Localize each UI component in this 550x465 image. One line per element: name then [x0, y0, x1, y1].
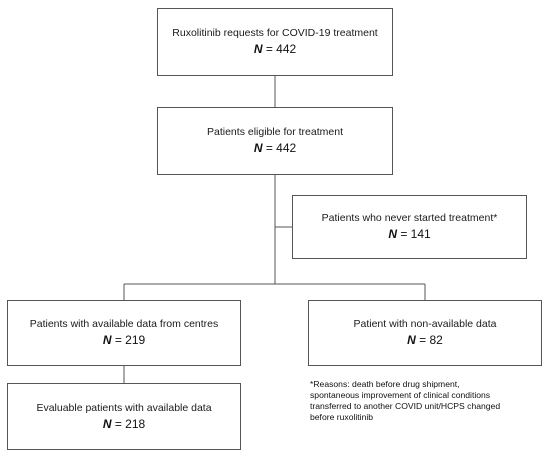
box-label: Patients who never started treatment*	[321, 212, 498, 224]
box-count: N = 442	[254, 42, 296, 57]
box-count: N = 219	[103, 333, 145, 348]
footnote-line: spontaneous improvement of clinical cond…	[310, 390, 491, 400]
box-patients-eligible: Patients eligible for treatment N = 442	[157, 107, 393, 175]
footnote-line: before ruxolitinib	[310, 412, 374, 422]
n-value: = 218	[111, 416, 146, 431]
footnote-line: transferred to another COVID unit/HCPS c…	[310, 401, 501, 411]
n-symbol: N	[253, 42, 263, 56]
box-evaluable-patients: Evaluable patients with available data N…	[7, 383, 241, 450]
box-label: Patients eligible for treatment	[207, 126, 343, 138]
box-non-available-data: Patient with non-available data N = 82	[308, 300, 542, 366]
n-symbol: N	[102, 416, 112, 431]
n-symbol: N	[407, 333, 416, 347]
box-label: Ruxolitinib requests for COVID-19 treatm…	[172, 27, 378, 39]
n-symbol: N	[253, 141, 263, 155]
box-ruxolitinib-requests: Ruxolitinib requests for COVID-19 treatm…	[157, 8, 393, 76]
box-available-data-from-centres: Patients with available data from centre…	[7, 300, 241, 366]
box-count: N = 218	[103, 417, 145, 432]
n-value: = 219	[111, 333, 146, 347]
n-value: = 442	[262, 42, 297, 56]
n-value: = 442	[262, 141, 297, 155]
box-label: Patients with available data from centre…	[29, 318, 219, 330]
n-value: = 141	[396, 227, 431, 241]
n-value: = 82	[415, 333, 443, 347]
box-label: Evaluable patients with available data	[36, 401, 212, 414]
n-symbol: N	[388, 227, 397, 241]
reasons-footnote: *Reasons: death before drug shipment, sp…	[310, 379, 545, 423]
n-symbol: N	[102, 333, 112, 347]
footnote-line: *Reasons: death before drug shipment,	[310, 379, 460, 389]
box-never-started-treatment: Patients who never started treatment* N …	[292, 195, 527, 259]
box-label: Patient with non-available data	[353, 318, 497, 330]
box-count: N = 442	[254, 141, 296, 156]
box-count: N = 82	[407, 333, 443, 348]
box-count: N = 141	[388, 227, 430, 242]
